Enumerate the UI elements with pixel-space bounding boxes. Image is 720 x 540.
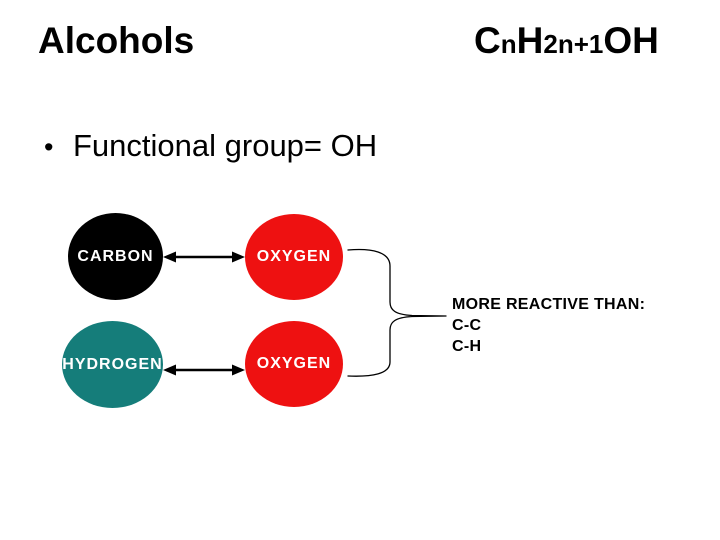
node-carbon-label: CARBON — [77, 247, 154, 265]
formula-subscript-2n1: 2n+1 — [543, 29, 604, 59]
node-hydrogen-ellipse: HYDROGEN — [62, 321, 163, 408]
bullet-icon: • — [44, 132, 54, 162]
formula-oh: OH — [603, 20, 659, 61]
node-oxygen-top-ellipse: OXYGEN — [245, 214, 343, 300]
node-oxygen-bottom-ellipse: OXYGEN — [245, 321, 343, 407]
right-brace-icon — [347, 248, 447, 377]
brace-note-line-2: C-C — [452, 317, 482, 334]
node-hydrogen-label: HYDROGEN — [62, 355, 163, 373]
chemical-formula: CnH2n+1OH — [474, 20, 659, 62]
bullet-text: Functional group= OH — [73, 128, 378, 163]
bullet-item: • Functional group= OH — [44, 127, 377, 165]
brace-note: MORE REACTIVE THAN: C-C C-H — [452, 294, 645, 357]
formula-h: H — [516, 20, 544, 61]
node-oxygen-top-label: OXYGEN — [256, 248, 332, 265]
double-arrow-carbon-oxygen-icon — [163, 251, 245, 263]
slide-title: Alcohols — [38, 20, 195, 61]
brace-note-line-3: C-H — [452, 338, 482, 355]
node-carbon-ellipse: CARBON — [68, 213, 163, 300]
double-arrow-hydrogen-oxygen-icon — [163, 364, 245, 376]
node-oxygen-bottom-label: OXYGEN — [256, 355, 332, 372]
formula-c: C — [474, 20, 501, 61]
formula-subscript-n: n — [500, 29, 517, 59]
brace-note-line-1: MORE REACTIVE THAN: — [452, 296, 646, 313]
